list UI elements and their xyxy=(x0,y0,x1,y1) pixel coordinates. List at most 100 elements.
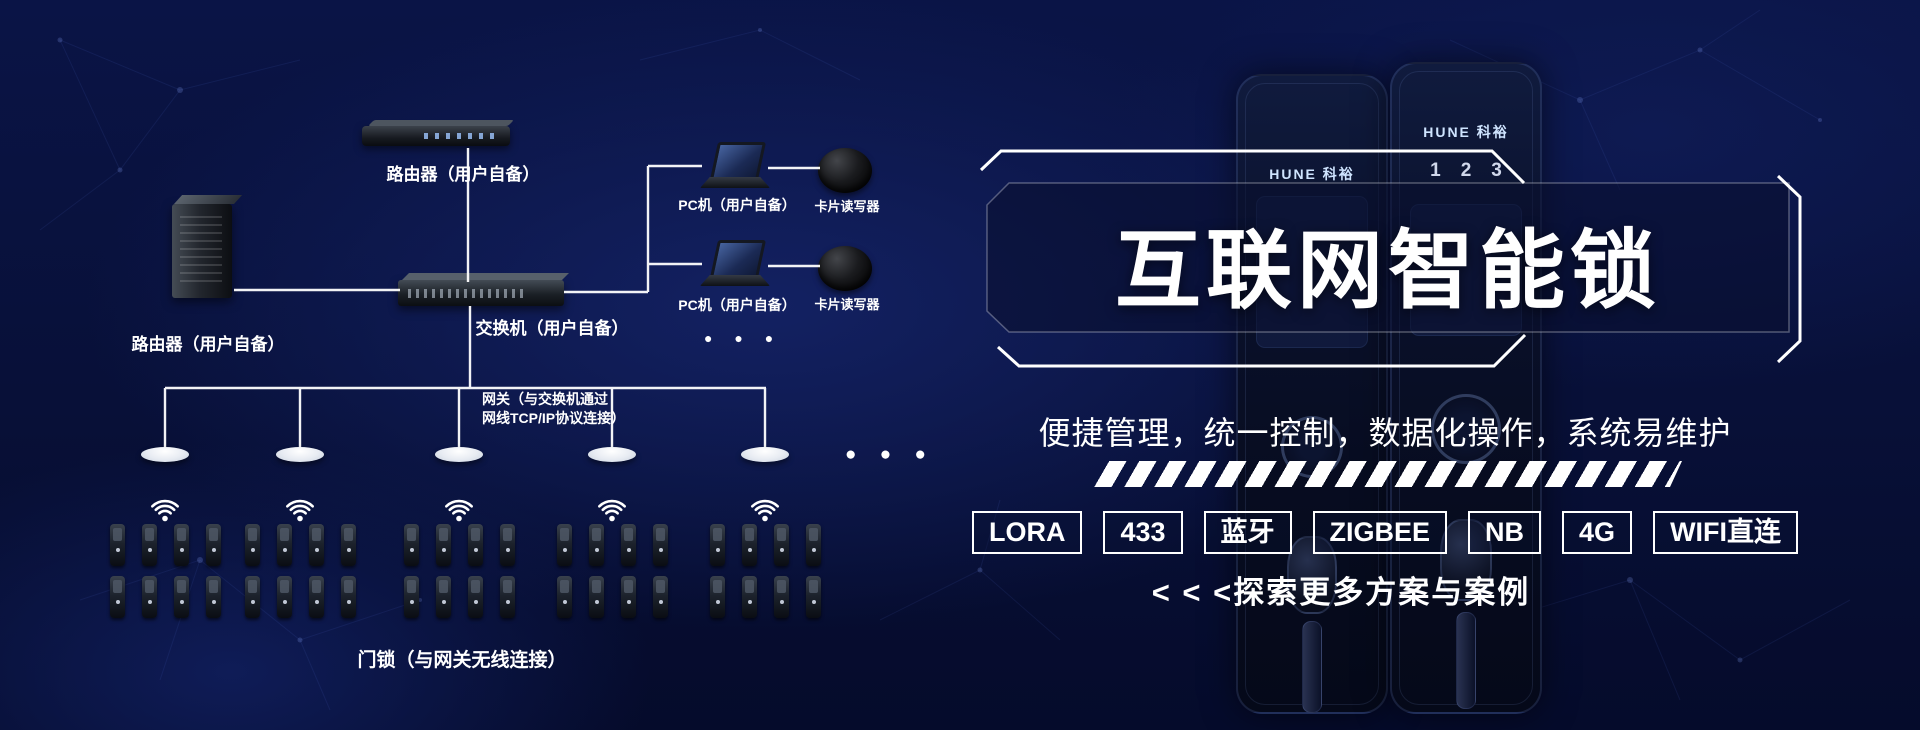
door-lock-icon xyxy=(206,524,221,566)
card-reader-icon xyxy=(818,148,872,193)
door-lock-icon xyxy=(653,524,668,566)
gateway-ellipsis: ● ● ● xyxy=(845,444,935,465)
door-lock-icon xyxy=(142,524,157,566)
door-lock-icon xyxy=(436,524,451,566)
door-lock-icon xyxy=(404,524,419,566)
door-lock-icon xyxy=(404,576,419,618)
door-lock-icon xyxy=(742,524,757,566)
lock-handle xyxy=(1456,612,1476,709)
door-lock-icon xyxy=(774,576,789,618)
tag-nb: NB xyxy=(1468,511,1542,555)
lock-grid-group xyxy=(404,524,515,618)
lock-handle xyxy=(1302,621,1322,713)
door-lock-icon xyxy=(142,576,157,618)
tag-bluetooth: 蓝牙 xyxy=(1203,511,1292,555)
laptop-base xyxy=(700,275,770,286)
gateway-disc xyxy=(741,447,789,462)
cta-text: < < <探索更多方案与案例 xyxy=(1151,575,1531,610)
laptop-screen xyxy=(709,142,767,180)
wifi-icon xyxy=(286,499,314,522)
smart-lock-product-right: HUNE 科裕 123 xyxy=(1390,62,1542,714)
wifi-icon xyxy=(751,499,779,522)
door-lock-icon xyxy=(245,524,260,566)
lock-grid-group xyxy=(710,524,821,618)
tag-wifi-direct: WIFI直连 xyxy=(1653,511,1799,555)
door-lock-icon xyxy=(653,576,668,618)
tag-433: 433 xyxy=(1103,511,1183,555)
door-lock-icon xyxy=(174,576,189,618)
door-lock-icon xyxy=(277,524,292,566)
door-lock-icon xyxy=(174,524,189,566)
gateway-disc xyxy=(588,447,636,462)
door-lock-icon xyxy=(468,576,483,618)
gateway-note-line2: 网线TCP/IP协议连接） xyxy=(482,409,626,426)
laptop-screen xyxy=(709,240,767,278)
door-lock-icon xyxy=(589,524,604,566)
door-lock-icon xyxy=(710,524,725,566)
door-lock-icon xyxy=(277,576,292,618)
door-lock-icon xyxy=(557,524,572,566)
switch-device-icon xyxy=(398,280,564,306)
router-label: 路由器（用户自备） xyxy=(386,165,540,184)
wifi-icon xyxy=(598,499,626,522)
server-label: 路由器（用户自备） xyxy=(131,335,285,354)
gateway-note-line1: 网关（与交换机通过 xyxy=(482,391,608,407)
gateway-disc xyxy=(276,447,324,462)
pc-ellipsis: ● ● ● xyxy=(704,330,783,346)
door-lock-icon xyxy=(436,576,451,618)
laptop-base xyxy=(700,177,770,188)
door-lock-icon xyxy=(110,524,125,566)
wifi-icon xyxy=(151,499,179,522)
tag-lora: LORA xyxy=(971,511,1083,555)
door-lock-icon xyxy=(806,576,821,618)
switch-label: 交换机（用户自备） xyxy=(475,319,629,338)
door-lock-icon xyxy=(245,576,260,618)
lock-grid-group xyxy=(110,524,221,618)
lock-grid-group xyxy=(245,524,356,618)
door-lock-icon xyxy=(557,576,572,618)
lock-knob xyxy=(1440,519,1492,601)
promo-subtitle: 便捷管理，统一控制，数据化操作，系统易维护 xyxy=(1038,415,1732,451)
smart-lock-product-left: HUNE 科裕 xyxy=(1236,74,1388,714)
door-lock-icon xyxy=(500,576,515,618)
gateway-note: 网关（与交换机通过 网线TCP/IP协议连接） xyxy=(482,390,702,428)
door-lock-icon xyxy=(341,524,356,566)
door-lock-icon xyxy=(774,524,789,566)
tag-zigbee: ZIGBEE xyxy=(1312,511,1448,555)
wifi-icon xyxy=(445,499,473,522)
server-tower-icon xyxy=(172,204,232,298)
locks-label: 门锁（与网关无线连接） xyxy=(357,650,567,671)
pc-label: PC机（用户自备） xyxy=(678,197,796,213)
pc-label: PC机（用户自备） xyxy=(678,297,796,313)
door-lock-icon xyxy=(500,524,515,566)
card-reader-icon xyxy=(818,246,872,291)
brand-logo: HUNE 科裕 xyxy=(1423,124,1509,140)
lock-knob xyxy=(1287,536,1337,614)
laptop-icon xyxy=(700,142,770,190)
door-lock-icon xyxy=(621,524,636,566)
connectivity-tag-row: LORA 433 蓝牙 ZIGBEE NB 4G WIFI直连 xyxy=(971,511,1799,555)
lock-grid-group xyxy=(557,524,668,618)
door-lock-icon xyxy=(309,576,324,618)
reader-label: 卡片读写器 xyxy=(814,199,880,214)
door-lock-icon xyxy=(309,524,324,566)
gateway-disc xyxy=(141,447,189,462)
page-title: 互联网智能锁 xyxy=(1115,223,1661,319)
door-lock-icon xyxy=(806,524,821,566)
gateway-disc xyxy=(435,447,483,462)
reader-label: 卡片读写器 xyxy=(814,297,880,312)
door-lock-icon xyxy=(710,576,725,618)
keypad-digits: 123 xyxy=(1430,160,1522,181)
door-lock-icon xyxy=(589,576,604,618)
door-lock-icon xyxy=(742,576,757,618)
door-lock-icon xyxy=(341,576,356,618)
laptop-icon xyxy=(700,240,770,288)
door-lock-icon xyxy=(110,576,125,618)
door-lock-icon xyxy=(206,576,221,618)
router-device-icon xyxy=(362,126,510,146)
hazard-stripes-divider xyxy=(1086,461,1682,487)
tag-4g: 4G xyxy=(1562,511,1633,555)
